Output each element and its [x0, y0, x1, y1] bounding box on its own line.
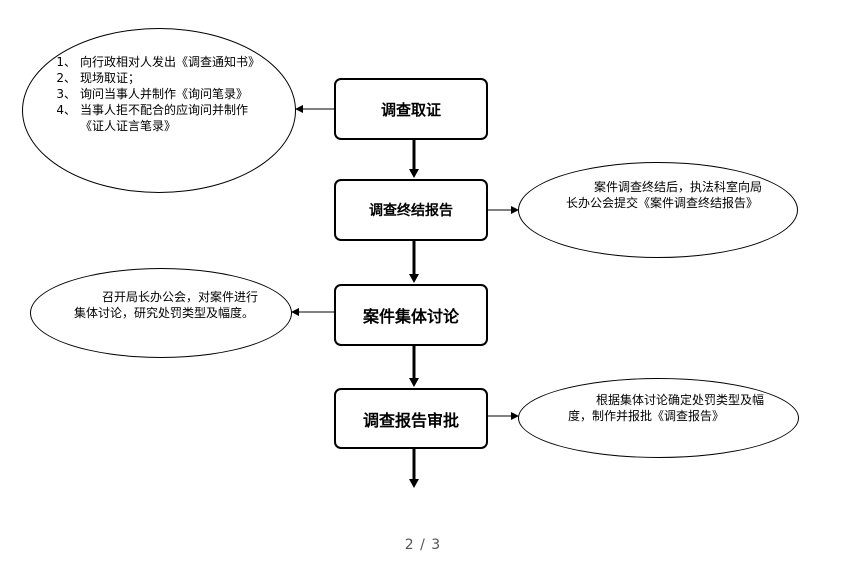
side-arrows	[291, 105, 519, 420]
step-approval-label: 调查报告审批	[362, 410, 459, 430]
list-item: 1、 向行政相对人发出《调查通知书》	[56, 55, 261, 69]
evidence-note-ellipse	[22, 28, 296, 193]
arrowhead-end	[409, 479, 419, 488]
step-approval-box: 调查报告审批	[334, 388, 488, 449]
step-final-report-box: 调查终结报告	[334, 179, 488, 241]
arrowhead-step3	[409, 274, 419, 283]
arrowhead-step2	[409, 169, 419, 178]
step-investigation-box: 调查取证	[334, 78, 488, 140]
arrowhead-step4	[409, 378, 419, 387]
list-item: 2、 现场取证；	[56, 71, 141, 85]
step-discussion-label: 案件集体讨论	[362, 307, 459, 326]
step-discussion-box: 案件集体讨论	[334, 284, 488, 346]
discussion-note-ellipse	[30, 268, 292, 358]
flow-arrowheads	[409, 169, 419, 488]
evidence-note-list: 1、 向行政相对人发出《调查通知书》 2、 现场取证； 3、 询问当事人并制作《…	[54, 54, 261, 134]
final-report-note-ellipse	[518, 162, 798, 258]
step-final-report-label: 调查终结报告	[369, 203, 453, 219]
list-item: 4、 当事人拒不配合的应询问并制作《证人证言笔录》	[56, 103, 249, 133]
list-item: 3、 询问当事人并制作《询问笔录》	[56, 87, 249, 101]
approval-note-text: 根据集体讨论确定处罚类型及幅度，制作并报批《调查报告》	[568, 393, 765, 423]
final-report-note-text: 案件调查终结后，执法科室向局长办公会提交《案件调查终结报告》	[566, 180, 763, 210]
approval-note-ellipse	[518, 378, 799, 458]
discussion-note-text: 召开局长办公会，对案件进行集体讨论，研究处罚类型及幅度。	[74, 290, 259, 320]
page-indicator: 2 / 3	[404, 537, 442, 553]
step-investigation-label: 调查取证	[380, 100, 441, 119]
